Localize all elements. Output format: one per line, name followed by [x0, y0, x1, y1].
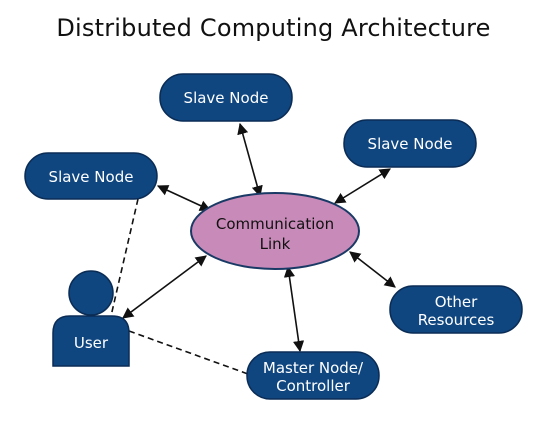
- diagram-title: Distributed Computing Architecture: [56, 14, 491, 42]
- user-label: User: [74, 334, 109, 352]
- other-resources-line2: Resources: [418, 311, 495, 329]
- other-resources-node: Other Resources: [389, 285, 523, 334]
- link-hub-slave-right: [334, 168, 391, 204]
- master-node-line1: Master Node/: [263, 359, 364, 377]
- slave-node-right-label: Slave Node: [368, 135, 453, 153]
- slave-node-left: Slave Node: [24, 152, 158, 200]
- other-resources-line1: Other: [435, 293, 478, 311]
- communication-link-hub: Communication Link: [190, 192, 360, 270]
- dashed-user-master: [128, 330, 249, 375]
- hub-label-line1: Communication: [216, 215, 334, 233]
- dashed-user-slave-left: [110, 198, 139, 317]
- user-icon: [68, 270, 114, 316]
- slave-node-right: Slave Node: [343, 119, 477, 168]
- link-hub-user: [122, 255, 207, 319]
- slave-node-left-label: Slave Node: [49, 168, 134, 186]
- connectors: [110, 122, 396, 375]
- master-node: Master Node/ Controller: [246, 351, 380, 400]
- link-hub-other: [349, 251, 396, 288]
- user-node: User: [52, 270, 130, 367]
- slave-node-top-label: Slave Node: [184, 89, 269, 107]
- link-hub-slave-left: [156, 185, 212, 211]
- hub-label-line2: Link: [260, 235, 291, 253]
- link-hub-master: [283, 265, 305, 353]
- master-node-line2: Controller: [276, 377, 351, 395]
- slave-node-top: Slave Node: [159, 73, 293, 122]
- link-hub-slave-top: [237, 122, 263, 198]
